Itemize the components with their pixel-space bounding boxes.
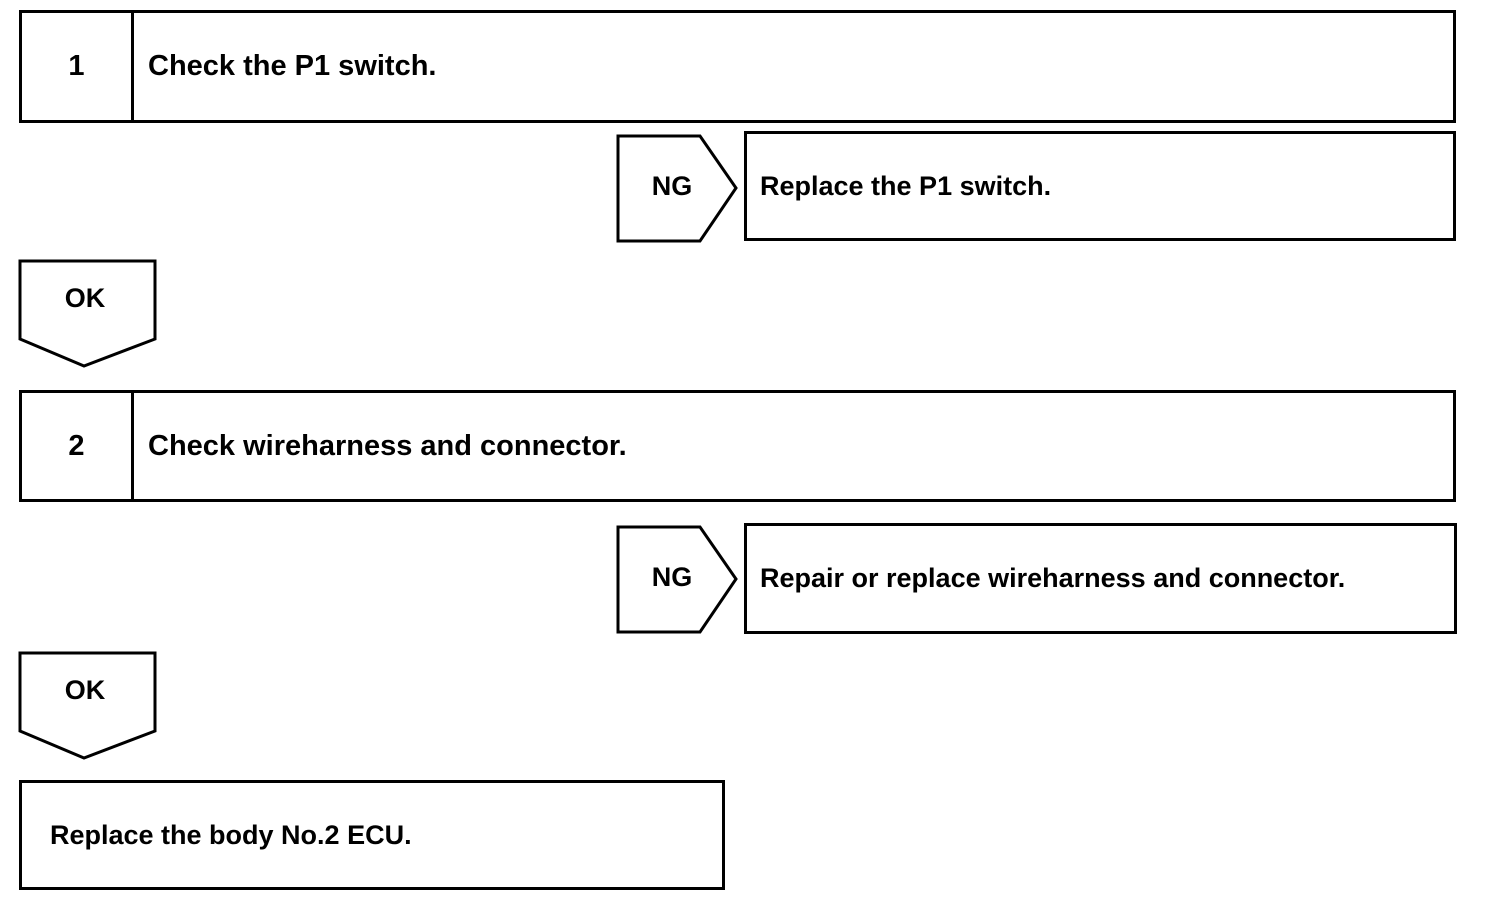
final-action-box: Replace the body No.2 ECU. — [19, 780, 725, 890]
ok-1-arrow: OK — [18, 259, 158, 369]
ng-2-label: NG — [651, 562, 693, 592]
ok-2-arrow: OK — [18, 651, 158, 761]
ng-1-arrow: NG — [616, 134, 740, 244]
ng-2-arrow-shape — [616, 525, 738, 634]
ok-2-label: OK — [64, 675, 106, 705]
step-1-box: 1 Check the P1 switch. — [19, 10, 1456, 123]
ok-1-arrow-shape — [18, 259, 157, 368]
ng-1-label: NG — [651, 171, 693, 201]
ok-1-label: OK — [64, 283, 106, 313]
ng-1-result-text: Replace the P1 switch. — [760, 170, 1052, 201]
ok-2-arrow-shape — [18, 651, 157, 760]
step-1-text: Check the P1 switch. — [148, 50, 437, 82]
final-action-text: Replace the body No.2 ECU. — [50, 819, 412, 850]
step-2-text: Check wireharness and connector. — [148, 429, 627, 462]
ng-1-result-box: Replace the P1 switch. — [744, 131, 1456, 241]
step-1-number: 1 — [22, 13, 134, 120]
step-2-number: 2 — [22, 393, 134, 499]
ng-2-arrow: NG — [616, 525, 740, 635]
ng-2-result-box: Repair or replace wireharness and connec… — [744, 523, 1457, 634]
ng-2-result-text: Repair or replace wireharness and connec… — [760, 563, 1346, 593]
step-2-box: 2 Check wireharness and connector. — [19, 390, 1456, 502]
ng-1-arrow-shape — [616, 134, 738, 243]
